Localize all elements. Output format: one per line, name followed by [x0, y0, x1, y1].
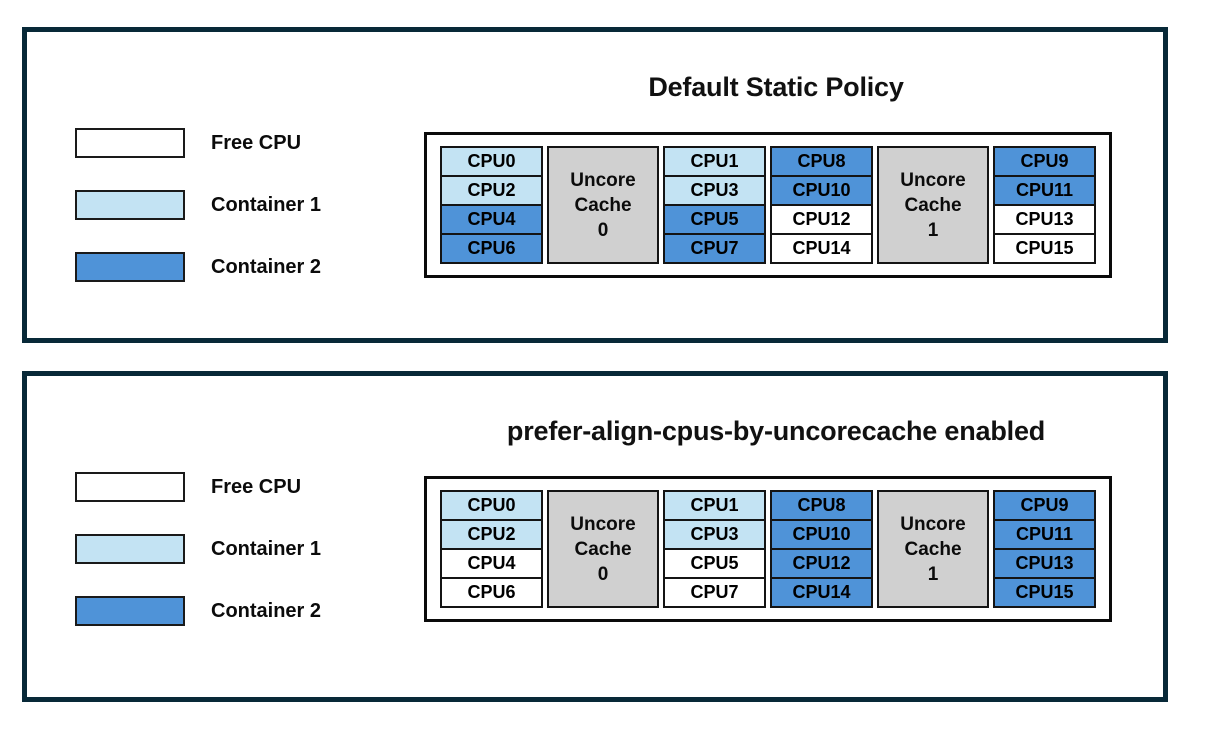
legend-label-container-2: Container 2 [211, 599, 322, 622]
legend-label-container-1: Container 1 [211, 537, 322, 560]
cpu-cell: CPU8 [770, 146, 873, 177]
cpu-cell: CPU11 [993, 519, 1096, 550]
cpu-cell: CPU12 [770, 548, 873, 579]
legend-swatch-container-2 [75, 596, 185, 626]
uncore-cache-label-line: 0 [597, 563, 609, 585]
cpu-topology-diagram: CPU0 CPU2 CPU4 CPU6 Uncore Cache 0 CPU1 … [424, 132, 1112, 278]
uncore-cache-label-line: 0 [597, 219, 609, 241]
legend-label-free-cpu: Free CPU [211, 131, 302, 154]
cpu-cell: CPU1 [663, 490, 766, 521]
uncore-cache-label-line: Cache [904, 194, 962, 216]
legend-label-container-2: Container 2 [211, 255, 322, 278]
cpu-topology-diagram: CPU0 CPU2 CPU4 CPU6 Uncore Cache 0 CPU1 … [424, 476, 1112, 622]
panel-title: prefer-align-cpus-by-uncorecache enabled [506, 416, 1046, 446]
uncore-cache-0-group: CPU0 CPU2 CPU4 CPU6 Uncore Cache 0 CPU1 … [440, 146, 766, 264]
cpu-cell: CPU12 [770, 204, 873, 235]
cpu-cell: CPU2 [440, 175, 543, 206]
cpu-cell: CPU10 [770, 519, 873, 550]
cpu-cell: CPU11 [993, 175, 1096, 206]
cpu-cell: CPU13 [993, 204, 1096, 235]
legend-item-free-cpu: Free CPU [75, 472, 321, 502]
cpu-cell: CPU15 [993, 233, 1096, 264]
legend-label-container-1: Container 1 [211, 193, 322, 216]
panel-prefer-align-cpus-by-uncorecache: prefer-align-cpus-by-uncorecache enabled… [22, 371, 1168, 702]
cpu-cell: CPU9 [993, 490, 1096, 521]
cpu-cell: CPU7 [663, 577, 766, 608]
cpu-cell: CPU6 [440, 577, 543, 608]
legend-item-free-cpu: Free CPU [75, 128, 321, 158]
uncore-cache-label-line: Uncore [900, 169, 966, 191]
uncore-cache-label-line: Uncore [570, 513, 636, 535]
legend-item-container-2: Container 2 [75, 596, 321, 626]
cpu-cell: CPU0 [440, 490, 543, 521]
cpu-cell: CPU3 [663, 175, 766, 206]
cpu-cell: CPU8 [770, 490, 873, 521]
cpu-column-left: CPU8 CPU10 CPU12 CPU14 [770, 146, 873, 264]
cpu-cell: CPU4 [440, 548, 543, 579]
uncore-cache-1-group: CPU8 CPU10 CPU12 CPU14 Uncore Cache 1 CP… [770, 490, 1096, 608]
uncore-cache-label-line: 1 [927, 219, 939, 241]
cpu-cell: CPU4 [440, 204, 543, 235]
cpu-cell: CPU14 [770, 233, 873, 264]
legend: Free CPU Container 1 Container 2 [75, 128, 321, 314]
panel-default-static-policy: Default Static Policy Free CPU Container… [22, 27, 1168, 343]
legend-swatch-free-cpu [75, 128, 185, 158]
legend-swatch-container-1 [75, 190, 185, 220]
cpu-cell: CPU14 [770, 577, 873, 608]
uncore-cache-1-box: Uncore Cache 1 [877, 146, 989, 264]
legend-swatch-free-cpu [75, 472, 185, 502]
cpu-column-left: CPU8 CPU10 CPU12 CPU14 [770, 490, 873, 608]
legend-swatch-container-1 [75, 534, 185, 564]
cpu-cell: CPU5 [663, 548, 766, 579]
legend-item-container-1: Container 1 [75, 190, 321, 220]
uncore-cache-label-line: Uncore [900, 513, 966, 535]
cpu-cell: CPU6 [440, 233, 543, 264]
legend-swatch-container-2 [75, 252, 185, 282]
uncore-cache-1-group: CPU8 CPU10 CPU12 CPU14 Uncore Cache 1 CP… [770, 146, 1096, 264]
cpu-cell: CPU1 [663, 146, 766, 177]
uncore-cache-0-group: CPU0 CPU2 CPU4 CPU6 Uncore Cache 0 CPU1 … [440, 490, 766, 608]
cpu-cell: CPU9 [993, 146, 1096, 177]
cpu-cell: CPU3 [663, 519, 766, 550]
cpu-column-right: CPU9 CPU11 CPU13 CPU15 [993, 490, 1096, 608]
cpu-cell: CPU7 [663, 233, 766, 264]
cpu-cell: CPU13 [993, 548, 1096, 579]
cpu-column-right: CPU1 CPU3 CPU5 CPU7 [663, 146, 766, 264]
uncore-cache-label-line: Cache [574, 538, 632, 560]
uncore-cache-0-box: Uncore Cache 0 [547, 146, 659, 264]
cpu-cell: CPU10 [770, 175, 873, 206]
cpu-column-right: CPU9 CPU11 CPU13 CPU15 [993, 146, 1096, 264]
uncore-cache-label-line: Cache [904, 538, 962, 560]
legend-item-container-2: Container 2 [75, 252, 321, 282]
cpu-column-left: CPU0 CPU2 CPU4 CPU6 [440, 490, 543, 608]
cpu-cell: CPU5 [663, 204, 766, 235]
cpu-cell: CPU15 [993, 577, 1096, 608]
cpu-column-right: CPU1 CPU3 CPU5 CPU7 [663, 490, 766, 608]
cpu-column-left: CPU0 CPU2 CPU4 CPU6 [440, 146, 543, 264]
cpu-cell: CPU0 [440, 146, 543, 177]
uncore-cache-label-line: Cache [574, 194, 632, 216]
legend: Free CPU Container 1 Container 2 [75, 472, 321, 658]
panel-title: Default Static Policy [648, 72, 904, 102]
legend-label-free-cpu: Free CPU [211, 475, 302, 498]
uncore-cache-label-line: Uncore [570, 169, 636, 191]
uncore-cache-1-box: Uncore Cache 1 [877, 490, 989, 608]
legend-item-container-1: Container 1 [75, 534, 321, 564]
uncore-cache-0-box: Uncore Cache 0 [547, 490, 659, 608]
uncore-cache-label-line: 1 [927, 563, 939, 585]
cpu-cell: CPU2 [440, 519, 543, 550]
